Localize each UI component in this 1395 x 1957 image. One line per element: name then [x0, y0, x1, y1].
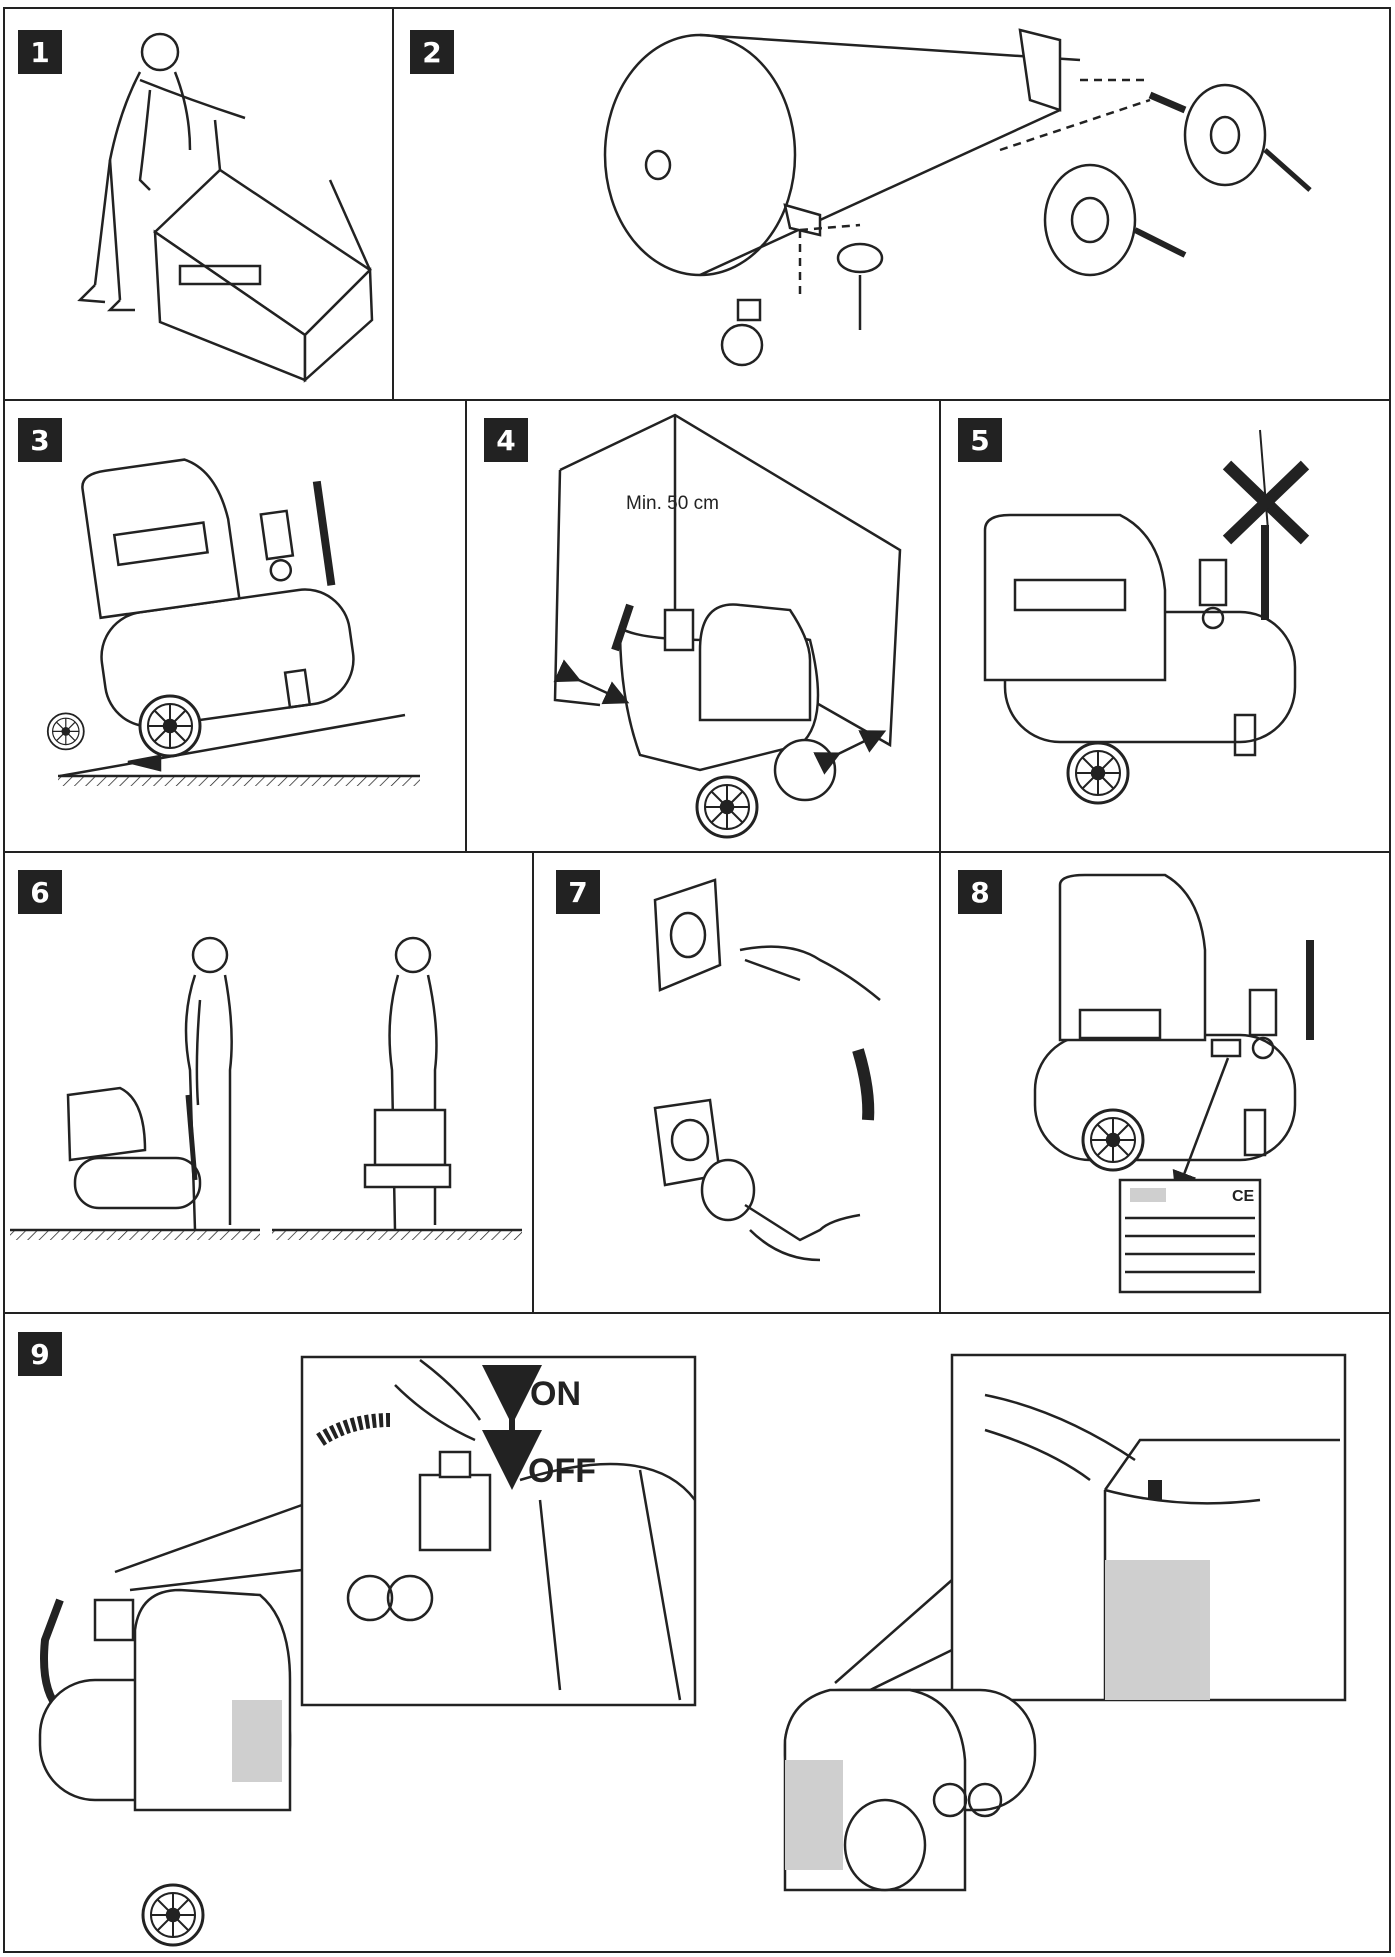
- wall-distance-illustration: [553, 413, 902, 839]
- plug-socket-illustration: [653, 878, 881, 1262]
- switch-on-label: ON: [530, 1375, 581, 1413]
- panel-label-8: 8: [958, 870, 1002, 914]
- panel-grid: [3, 7, 1391, 1953]
- compressor-on-slope-illustration: [58, 458, 420, 786]
- switch-off-label: OFF: [528, 1452, 596, 1490]
- panel-label-2: 2: [410, 30, 454, 74]
- panel-label-6: 6: [18, 870, 62, 914]
- pressure-switch-detail-illustration: [38, 1353, 1347, 1947]
- min-distance-label: Min. 50 cm: [626, 493, 719, 514]
- unpacking-illustration: [77, 32, 374, 383]
- transport-illustration: [10, 712, 522, 1240]
- no-lift-illustration: [983, 429, 1310, 805]
- svg-text:1: 1: [30, 36, 49, 69]
- svg-text:8: 8: [970, 876, 989, 909]
- svg-text:9: 9: [30, 1338, 49, 1371]
- panel-label-4: 4: [484, 418, 528, 462]
- wheel-assembly-illustration: [603, 28, 1312, 367]
- panel-label-1: 1: [18, 30, 62, 74]
- svg-text:5: 5: [970, 424, 989, 457]
- svg-text:2: 2: [422, 36, 441, 69]
- svg-text:7: 7: [568, 876, 587, 909]
- panel-label-7: 7: [556, 870, 600, 914]
- panel-label-3: 3: [18, 418, 62, 462]
- svg-text:4: 4: [496, 424, 515, 457]
- panel-label-9: 9: [18, 1332, 62, 1376]
- ce-mark-label: CE: [1232, 1188, 1255, 1205]
- svg-text:3: 3: [30, 424, 49, 457]
- svg-text:6: 6: [30, 876, 49, 909]
- panel-label-5: 5: [958, 418, 1002, 462]
- rating-plate-illustration: [1033, 873, 1314, 1294]
